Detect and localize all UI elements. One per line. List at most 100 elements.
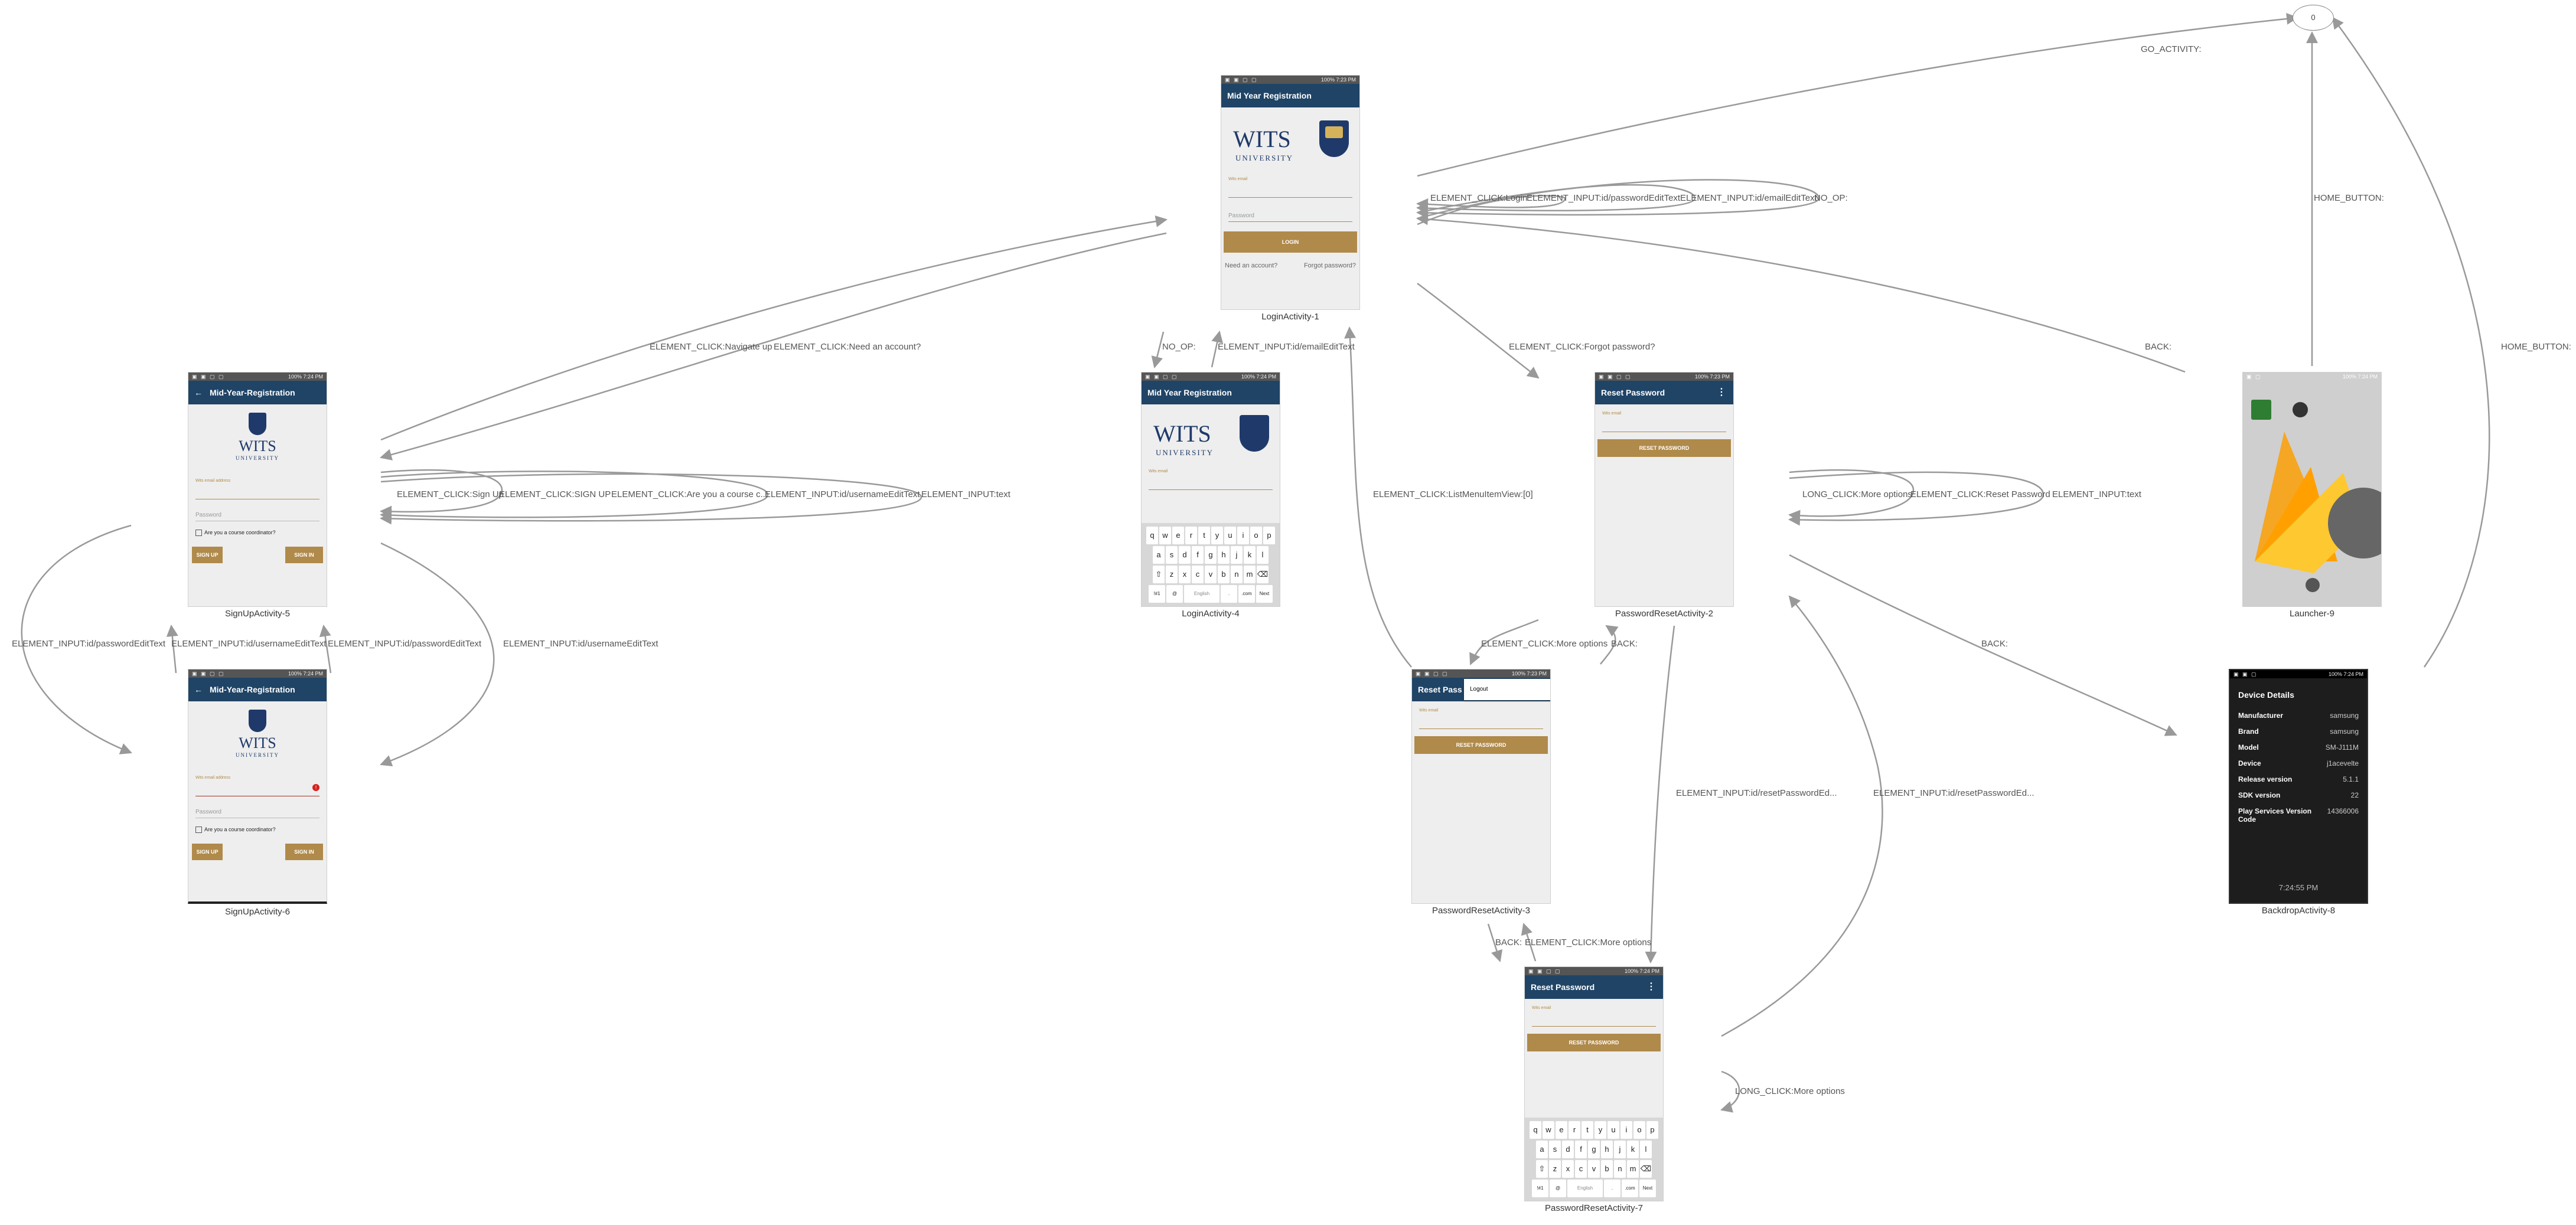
- keyboard-key[interactable]: t: [1198, 527, 1210, 544]
- node-password-reset-activity-7[interactable]: ▣ ▣ ▢ ▢100% 7:24 PM Reset Password⋮ Wits…: [1524, 966, 1664, 1201]
- node-launcher-9[interactable]: ▣ ▢100% 7:24 PM: [2242, 372, 2382, 607]
- keyboard-key[interactable]: f: [1575, 1141, 1587, 1158]
- login-button[interactable]: LOGIN: [1224, 231, 1357, 253]
- password-field[interactable]: Password: [195, 805, 319, 818]
- keyboard-key[interactable]: q: [1530, 1121, 1541, 1139]
- start-node[interactable]: 0: [2293, 5, 2334, 31]
- keyboard-key[interactable]: j: [1614, 1141, 1626, 1158]
- keyboard-key[interactable]: k: [1627, 1141, 1639, 1158]
- node-backdrop-activity-8[interactable]: ▣ ▣ ▢100% 7:24 PM Device Details Manufac…: [2229, 669, 2368, 904]
- keyboard-key[interactable]: b: [1218, 566, 1230, 583]
- sign-up-button[interactable]: SIGN UP: [192, 547, 223, 564]
- keyboard-key[interactable]: a: [1536, 1141, 1548, 1158]
- keyboard-key[interactable]: p: [1263, 527, 1275, 544]
- keyboard-key[interactable]: .: [1604, 1180, 1620, 1197]
- keyboard-key[interactable]: o: [1633, 1121, 1645, 1139]
- keyboard-key[interactable]: x: [1179, 566, 1191, 583]
- keyboard-key[interactable]: s: [1549, 1141, 1561, 1158]
- keyboard-key[interactable]: @: [1550, 1180, 1566, 1197]
- keyboard-key[interactable]: d: [1562, 1141, 1574, 1158]
- reset-password-button[interactable]: RESET PASSWORD: [1527, 1034, 1661, 1051]
- keyboard-key[interactable]: n: [1614, 1160, 1626, 1178]
- node-password-reset-activity-3[interactable]: ▣ ▣ ▢ ▢100% 7:23 PM Reset Pass Logout Wi…: [1411, 669, 1551, 904]
- keyboard-key[interactable]: Next: [1256, 585, 1273, 603]
- keyboard-key[interactable]: e: [1556, 1121, 1567, 1139]
- keyboard-key[interactable]: n: [1231, 566, 1243, 583]
- keyboard-key[interactable]: c: [1192, 566, 1204, 583]
- keyboard-key[interactable]: c: [1575, 1160, 1587, 1178]
- keyboard-key[interactable]: k: [1244, 546, 1256, 564]
- email-field[interactable]: Wits email address: [195, 479, 319, 499]
- forgot-password-link[interactable]: Forgot password?: [1303, 262, 1356, 269]
- keyboard-key[interactable]: i: [1237, 527, 1249, 544]
- keyboard-key[interactable]: x: [1562, 1160, 1574, 1178]
- password-field[interactable]: Password: [1228, 208, 1352, 222]
- node-signup-activity-6[interactable]: ▣ ▣ ▢ ▢100% 7:24 PM ←Mid-Year-Registrati…: [188, 669, 327, 904]
- keyboard-key[interactable]: y: [1211, 527, 1223, 544]
- checkbox[interactable]: [195, 530, 202, 537]
- keyboard-key[interactable]: ⇧: [1536, 1160, 1548, 1178]
- keyboard-key[interactable]: .com: [1622, 1180, 1638, 1197]
- keyboard-key[interactable]: l: [1640, 1141, 1652, 1158]
- node-login-activity-4[interactable]: ▣ ▣ ▢ ▢100% 7:24 PM Mid Year Registratio…: [1141, 372, 1280, 607]
- keyboard-key[interactable]: h: [1601, 1141, 1613, 1158]
- keyboard-key[interactable]: f: [1192, 546, 1204, 564]
- reset-password-button[interactable]: RESET PASSWORD: [1597, 439, 1731, 457]
- need-account-link[interactable]: Need an account?: [1225, 262, 1278, 269]
- keyboard-key[interactable]: y: [1594, 1121, 1606, 1139]
- keyboard-key[interactable]: w: [1543, 1121, 1554, 1139]
- keyboard-key[interactable]: v: [1588, 1160, 1600, 1178]
- keyboard-key[interactable]: English: [1567, 1180, 1603, 1197]
- keyboard-key[interactable]: e: [1172, 527, 1184, 544]
- keyboard-key[interactable]: m: [1627, 1160, 1639, 1178]
- keyboard-key[interactable]: !#1: [1532, 1180, 1548, 1197]
- more-options-icon[interactable]: ⋮: [1717, 387, 1726, 397]
- sign-up-button[interactable]: SIGN UP: [192, 844, 223, 861]
- keyboard-key[interactable]: l: [1257, 546, 1269, 564]
- email-field[interactable]: Wits email: [1149, 469, 1273, 490]
- more-options-icon[interactable]: ⋮: [1646, 982, 1656, 992]
- keyboard-key[interactable]: u: [1224, 527, 1236, 544]
- keyboard-key[interactable]: @: [1166, 585, 1183, 603]
- keyboard-key[interactable]: z: [1166, 566, 1178, 583]
- app-icon[interactable]: [2293, 402, 2308, 417]
- password-field[interactable]: Password: [195, 508, 319, 521]
- sign-in-button[interactable]: SIGN IN: [285, 547, 323, 564]
- email-field[interactable]: Wits email: [1228, 177, 1352, 198]
- email-field[interactable]: Wits email: [1532, 1006, 1656, 1027]
- keyboard-key[interactable]: !#1: [1149, 585, 1165, 603]
- node-password-reset-activity-2[interactable]: ▣ ▣ ▢ ▢100% 7:23 PM Reset Password⋮ Wits…: [1594, 372, 1734, 607]
- keyboard-key[interactable]: b: [1601, 1160, 1613, 1178]
- node-signup-activity-5[interactable]: ▣ ▣ ▢ ▢100% 7:24 PM ←Mid-Year-Registrati…: [188, 372, 327, 607]
- keyboard-key[interactable]: a: [1153, 546, 1165, 564]
- keyboard-key[interactable]: .: [1221, 585, 1237, 603]
- keyboard-key[interactable]: ⌫: [1640, 1160, 1652, 1178]
- keyboard-key[interactable]: t: [1582, 1121, 1593, 1139]
- back-arrow-icon[interactable]: ←: [194, 685, 203, 694]
- email-field[interactable]: Wits email: [1602, 411, 1726, 432]
- app-drawer-icon[interactable]: [2306, 578, 2320, 592]
- keyboard-key[interactable]: .com: [1238, 585, 1255, 603]
- keyboard-key[interactable]: z: [1549, 1160, 1561, 1178]
- keyboard-key[interactable]: r: [1569, 1121, 1580, 1139]
- keyboard-key[interactable]: o: [1250, 527, 1262, 544]
- keyboard-key[interactable]: w: [1159, 527, 1171, 544]
- keyboard-key[interactable]: s: [1166, 546, 1178, 564]
- reset-password-button[interactable]: RESET PASSWORD: [1414, 736, 1548, 754]
- keyboard-key[interactable]: r: [1185, 527, 1197, 544]
- keyboard-key[interactable]: i: [1620, 1121, 1632, 1139]
- back-arrow-icon[interactable]: ←: [194, 388, 203, 397]
- keyboard-key[interactable]: g: [1205, 546, 1217, 564]
- keyboard-key[interactable]: v: [1205, 566, 1217, 583]
- email-field[interactable]: Wits email address !: [195, 776, 319, 796]
- keyboard-key[interactable]: u: [1607, 1121, 1619, 1139]
- node-login-activity-1[interactable]: ▣ ▣ ▢ ▢100% 7:23 PM Mid Year Registratio…: [1221, 75, 1360, 310]
- keyboard-key[interactable]: d: [1179, 546, 1191, 564]
- keyboard-key[interactable]: g: [1588, 1141, 1600, 1158]
- keyboard-key[interactable]: English: [1184, 585, 1219, 603]
- sign-in-button[interactable]: SIGN IN: [285, 844, 323, 861]
- keyboard-key[interactable]: ⇧: [1153, 566, 1165, 583]
- app-icon[interactable]: [2251, 400, 2271, 420]
- keyboard-key[interactable]: Next: [1639, 1180, 1656, 1197]
